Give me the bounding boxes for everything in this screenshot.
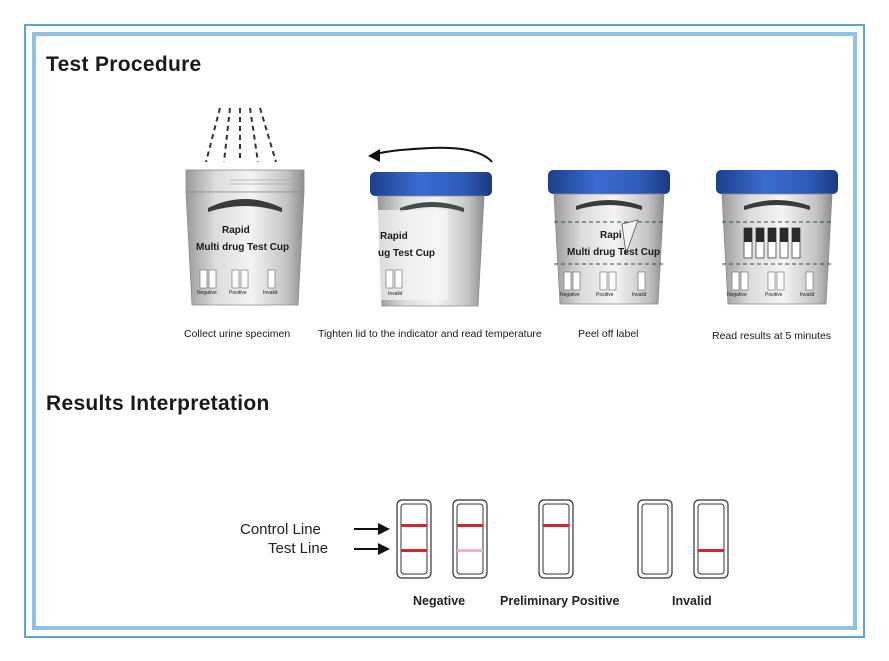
test-procedure-title: Test Procedure	[46, 53, 202, 76]
cup4-mini-invalid: Invalid	[800, 292, 815, 298]
cup2-label-line1: Rapid	[380, 231, 408, 242]
cup4-mini-negative: Negative	[727, 292, 747, 298]
cup1-label-line2: Multi drug Test Cup	[196, 242, 290, 253]
result-label-invalid: Invalid	[672, 594, 712, 608]
result-label-preliminary-positive: Preliminary Positive	[500, 594, 620, 608]
control-line-mark	[457, 524, 483, 527]
step-caption-collect: Collect urine specimen	[184, 328, 291, 340]
step-caption-tighten: Tighten lid to the indicator and read te…	[318, 328, 542, 340]
outer-frame	[24, 24, 865, 638]
cup3-mini-negative: Negative	[560, 292, 580, 298]
strip-negative-2	[452, 499, 488, 579]
cup1-mini-positive: Positive	[229, 290, 247, 296]
cup4-mini-positive: Positive	[765, 292, 783, 298]
cup3-mini-positive: Positive	[596, 292, 614, 298]
label-arrows	[354, 523, 390, 555]
arrow-right-icon	[354, 523, 390, 535]
cup2-mini-invalid: Invalid	[388, 291, 403, 297]
control-line-mark	[543, 524, 569, 527]
results-interpretation-title: Results Interpretation	[46, 392, 270, 415]
result-label-negative: Negative	[413, 594, 466, 608]
cup-read-illustration	[716, 170, 838, 305]
test-line-label: Test Line	[268, 540, 329, 557]
rotate-arrow-icon	[368, 149, 380, 162]
cup3-label-line2: Multi drug Test Cup	[567, 247, 661, 258]
control-line-label: Control Line	[240, 521, 321, 538]
cup-peel-illustration	[548, 170, 670, 305]
control-line-mark	[401, 524, 427, 527]
cup3-mini-invalid: Invalid	[632, 292, 647, 298]
arrow-right-icon	[354, 543, 390, 555]
strip-negative-1	[396, 499, 432, 579]
cup1-mini-invalid: Invalid	[263, 290, 278, 296]
test-line-mark	[698, 549, 724, 552]
cup-tighten-illustration	[368, 146, 493, 307]
inner-frame	[32, 32, 857, 630]
faint-test-line-mark	[457, 549, 483, 552]
cup2-label-line2: ug Test Cup	[378, 248, 436, 259]
cup-collect-illustration	[185, 107, 305, 306]
test-line-mark	[401, 549, 427, 552]
cup3-label-line1: Rapi	[600, 230, 622, 241]
strip-invalid-2	[693, 499, 729, 579]
strip-positive	[538, 499, 574, 579]
strip-invalid-1	[637, 499, 673, 579]
cup1-label-line1: Rapid	[222, 225, 250, 236]
step-caption-read: Read results at 5 minutes	[712, 330, 832, 342]
cup1-mini-negative: Negative	[197, 290, 217, 296]
step-caption-peel: Peel off label	[578, 328, 639, 340]
